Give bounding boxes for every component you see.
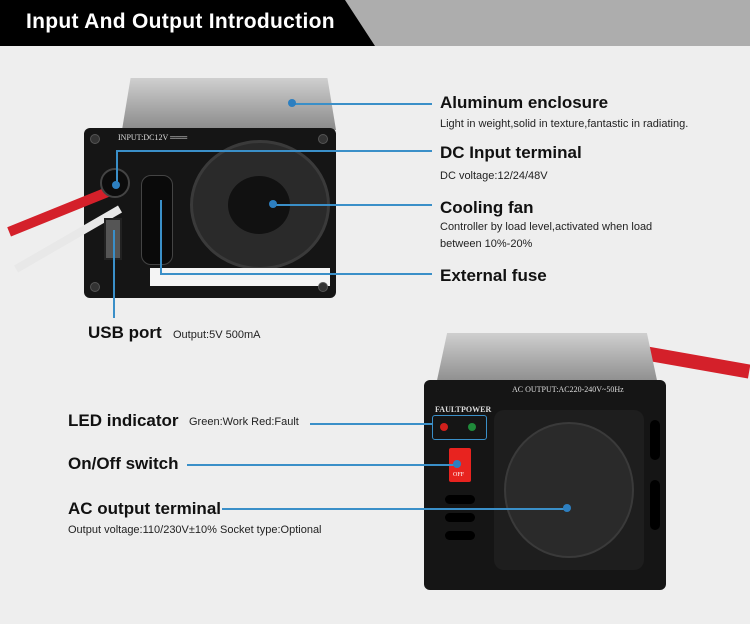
ac-socket-icon bbox=[504, 422, 634, 558]
led-indicator-title: LED indicator bbox=[68, 411, 179, 430]
red-cable bbox=[639, 345, 750, 379]
callout-line bbox=[273, 204, 432, 206]
switch-off-label: OFF bbox=[453, 472, 465, 478]
callout-dot bbox=[269, 200, 277, 208]
input-rating-text: INPUT:DC12V ═══ bbox=[118, 133, 188, 142]
screw-icon bbox=[90, 282, 100, 292]
callout-line bbox=[116, 150, 118, 185]
ac-output-title: AC output terminal bbox=[68, 499, 221, 518]
screw-icon bbox=[318, 282, 328, 292]
page-title: Input And Output Introduction bbox=[26, 10, 335, 33]
vent-slot bbox=[445, 531, 475, 540]
callout-line bbox=[160, 200, 162, 273]
callout-dot bbox=[288, 99, 296, 107]
serial-sticker bbox=[150, 268, 330, 286]
callout-dot bbox=[563, 504, 571, 512]
fuse-holder bbox=[141, 175, 173, 265]
callout-line bbox=[222, 508, 567, 510]
fault-led bbox=[440, 423, 448, 431]
vent-slot bbox=[445, 495, 475, 504]
cooling-fan-desc: between 10%-20% bbox=[440, 238, 533, 250]
header bbox=[0, 0, 375, 46]
usb-port-desc: Output:5V 500mA bbox=[173, 329, 261, 341]
dc-input-desc: DC voltage:12/24/48V bbox=[440, 170, 548, 182]
callout-line bbox=[116, 150, 432, 152]
ac-output-desc: Output voltage:110/230V±10% Socket type:… bbox=[68, 524, 322, 536]
external-fuse-title: External fuse bbox=[440, 266, 547, 285]
callout-line bbox=[160, 273, 432, 275]
led-indicator-desc: Green:Work Red:Fault bbox=[189, 416, 299, 428]
power-label: POWER bbox=[461, 405, 492, 414]
callout-dot bbox=[453, 460, 461, 468]
vent-slot bbox=[650, 420, 660, 460]
cooling-fan-title: Cooling fan bbox=[440, 198, 534, 217]
led-highlight-box bbox=[432, 415, 487, 440]
cooling-fan-desc: Controller by load level,activated when … bbox=[440, 221, 653, 233]
aluminum-enclosure-title: Aluminum enclosure bbox=[440, 93, 609, 112]
power-led bbox=[468, 423, 476, 431]
vent-slot bbox=[445, 513, 475, 522]
callout-line bbox=[292, 103, 432, 105]
callout-line bbox=[310, 423, 432, 425]
vent-slot bbox=[650, 480, 660, 530]
dc-input-title: DC Input terminal bbox=[440, 143, 582, 162]
callout-line bbox=[113, 230, 115, 318]
callout-line bbox=[187, 464, 457, 466]
screw-icon bbox=[90, 134, 100, 144]
aluminum-enclosure-desc: Light in weight,solid in texture,fantast… bbox=[440, 118, 689, 130]
usb-port-title: USB port bbox=[88, 323, 162, 342]
screw-icon bbox=[318, 134, 328, 144]
aluminum-top bbox=[436, 333, 658, 385]
output-rating-text: AC OUTPUT:AC220-240V~50Hz bbox=[512, 385, 624, 394]
on-off-switch-title: On/Off switch bbox=[68, 454, 179, 473]
callout-dot bbox=[112, 181, 120, 189]
fault-label: FAULT bbox=[435, 405, 461, 414]
